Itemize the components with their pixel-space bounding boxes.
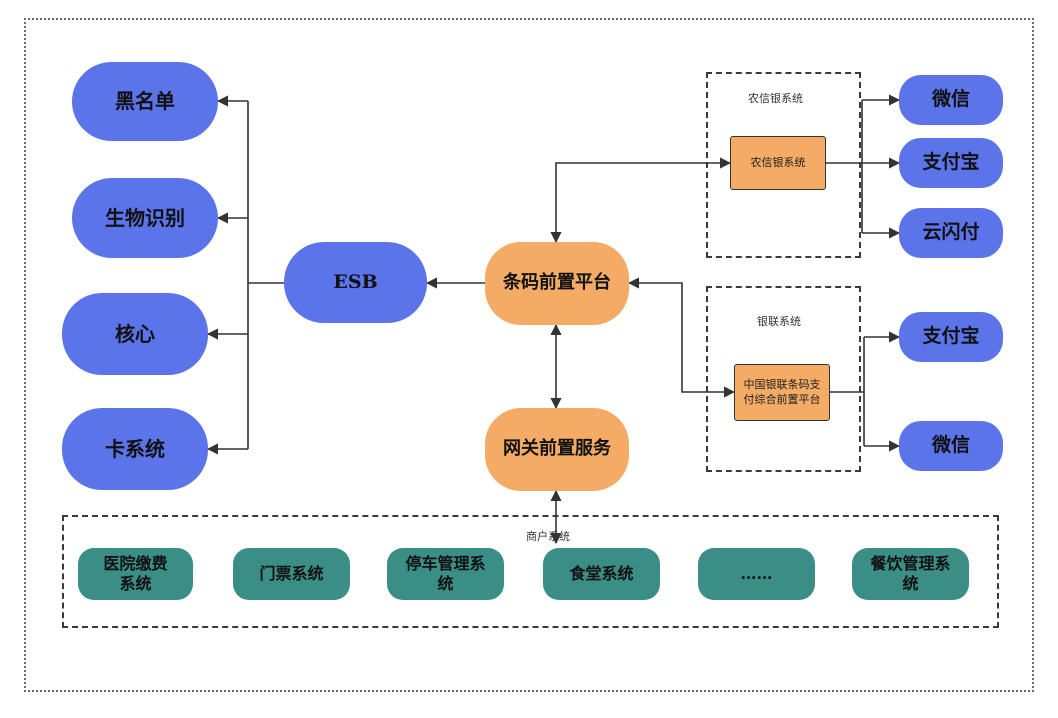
node-unionpay-wechat: 微信 bbox=[899, 421, 1003, 471]
merchant-hospital-payment: 医院缴费系统 bbox=[78, 548, 193, 600]
merchant-ticket-system: 门票系统 bbox=[233, 548, 350, 600]
merchant-parking-management: 停车管理系统 bbox=[387, 548, 504, 600]
merchant-group-frame bbox=[62, 515, 999, 628]
nxy-group-label: 农信银系统 bbox=[748, 92, 803, 105]
node-unionpay-box: 中国银联条码支付综合前置平台 bbox=[734, 364, 830, 421]
merchant-catering-management: 餐饮管理系统 bbox=[852, 548, 969, 600]
merchant-canteen-system: 食堂系统 bbox=[543, 548, 660, 600]
node-nxy-alipay: 支付宝 bbox=[899, 138, 1003, 188]
node-nxy-wechat: 微信 bbox=[899, 75, 1003, 125]
node-gateway-service: 网关前置服务 bbox=[485, 408, 629, 491]
node-blacklist: 黑名单 bbox=[72, 62, 218, 141]
node-nxy-box: 农信银系统 bbox=[730, 136, 826, 190]
node-barcode-platform: 条码前置平台 bbox=[485, 242, 629, 325]
unionpay-group-label: 银联系统 bbox=[757, 315, 801, 328]
node-biometric: 生物识别 bbox=[72, 178, 218, 258]
diagram-frame bbox=[24, 18, 1034, 692]
node-nxy-unionpay-quickpass: 云闪付 bbox=[899, 208, 1003, 258]
node-esb: ESB bbox=[284, 242, 427, 323]
node-unionpay-alipay: 支付宝 bbox=[899, 312, 1003, 362]
node-core: 核心 bbox=[62, 293, 208, 375]
merchant-more: …… bbox=[698, 548, 815, 600]
node-card-system: 卡系统 bbox=[62, 408, 208, 490]
